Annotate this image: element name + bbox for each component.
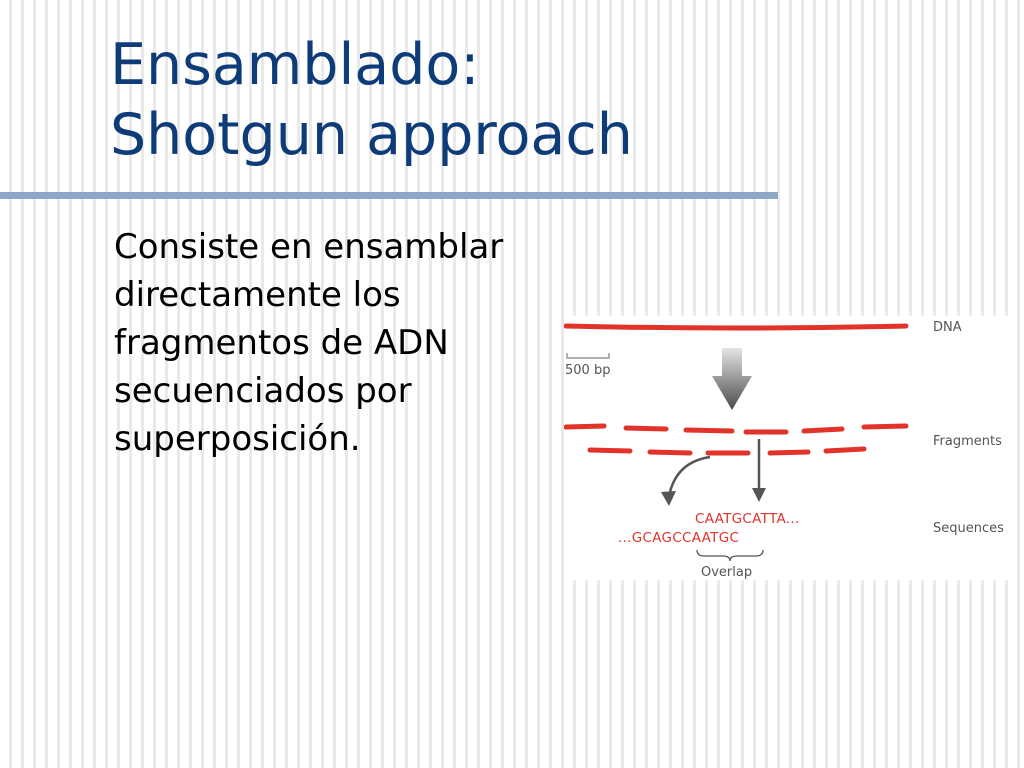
slide-title: Ensamblado: Shotgun approach [110, 30, 910, 170]
straight-arrow-head-icon [752, 488, 766, 502]
fragment [683, 427, 735, 434]
overlap-brace [696, 549, 764, 562]
label-dna: DNA [933, 320, 962, 335]
fragments-row-2 [587, 446, 867, 456]
fragment [801, 426, 845, 434]
label-sequences: Sequences [933, 521, 1004, 536]
fragment [823, 446, 867, 454]
curved-arrow-icon [667, 455, 711, 497]
scale-bar [566, 353, 610, 359]
shotgun-diagram: DNA 500 bp Fragments [564, 316, 1009, 580]
dna-strand [564, 323, 909, 331]
sequence-top: CAATGCATTA... [695, 511, 800, 527]
fragment [623, 425, 669, 432]
big-down-arrow-icon [712, 348, 752, 410]
label-overlap: Overlap [701, 565, 752, 580]
fragment [767, 449, 811, 456]
fragment [861, 423, 909, 430]
curved-arrow-head-icon [661, 491, 676, 506]
shotgun-diagram-svg: DNA 500 bp Fragments [564, 320, 1004, 580]
scale-bar-label: 500 bp [565, 363, 610, 378]
fragments-row-1 [564, 423, 909, 435]
sequence-bottom: ...GCAGCCAATGC [618, 530, 739, 546]
slide-title-line-2: Shotgun approach [110, 102, 633, 168]
slide-title-line-1: Ensamblado: [110, 32, 480, 98]
body-text: Consiste en ensamblar directamente los f… [114, 227, 504, 459]
title-divider [0, 192, 778, 199]
fragment [647, 449, 693, 456]
fragment [587, 447, 633, 454]
fragment [564, 423, 607, 430]
label-fragments: Fragments [933, 434, 1002, 449]
